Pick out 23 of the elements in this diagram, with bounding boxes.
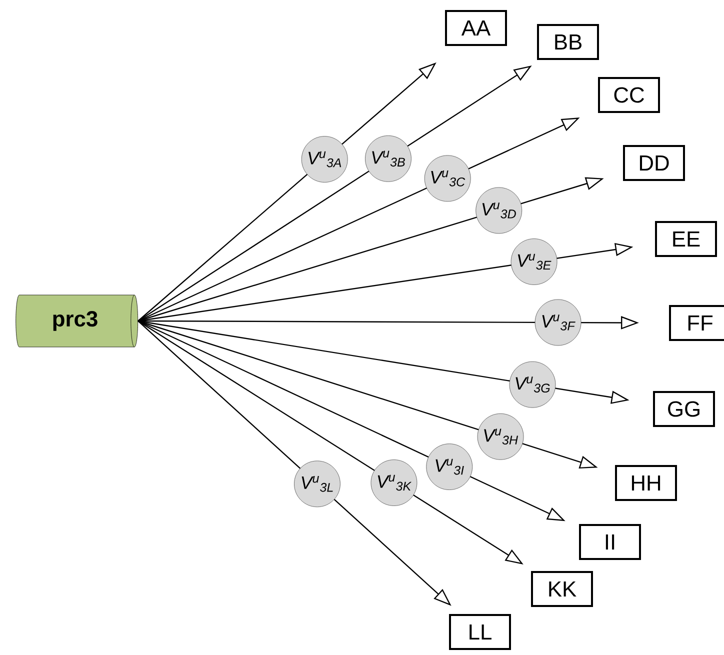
edge-label: V$^{u}$3D [476, 187, 522, 234]
cylinder: prc3 [16, 294, 138, 348]
label-box: FF [669, 305, 724, 341]
label-box: CC [598, 77, 660, 113]
edge-label: V$^{u}$3G [509, 361, 556, 408]
label-box: DD [623, 145, 685, 181]
label-box: AA [445, 10, 507, 46]
edge-label: V$^{u}$3H [477, 413, 524, 460]
edge-label: V$^{u}$3E [510, 238, 558, 285]
label-box: GG [653, 391, 715, 427]
label-box: KK [531, 571, 593, 607]
edge-label: V$^{u}$3F [534, 299, 582, 346]
label-box: BB [537, 24, 599, 60]
edge-label: V$^{u}$3A [301, 136, 348, 182]
label-box: HH [615, 465, 677, 501]
label-box: II [579, 524, 641, 560]
edge-label: V$^{u}$3L [294, 460, 340, 508]
label-box: EE [655, 221, 717, 257]
edge-label: V$^{u}$3I [426, 444, 473, 490]
edge-label: V$^{u}$3K [370, 460, 418, 506]
label-box: LL [449, 614, 511, 650]
edge-label: V$^{u}$3B [365, 135, 412, 182]
edge-label: V$^{u}$3C [424, 155, 471, 202]
